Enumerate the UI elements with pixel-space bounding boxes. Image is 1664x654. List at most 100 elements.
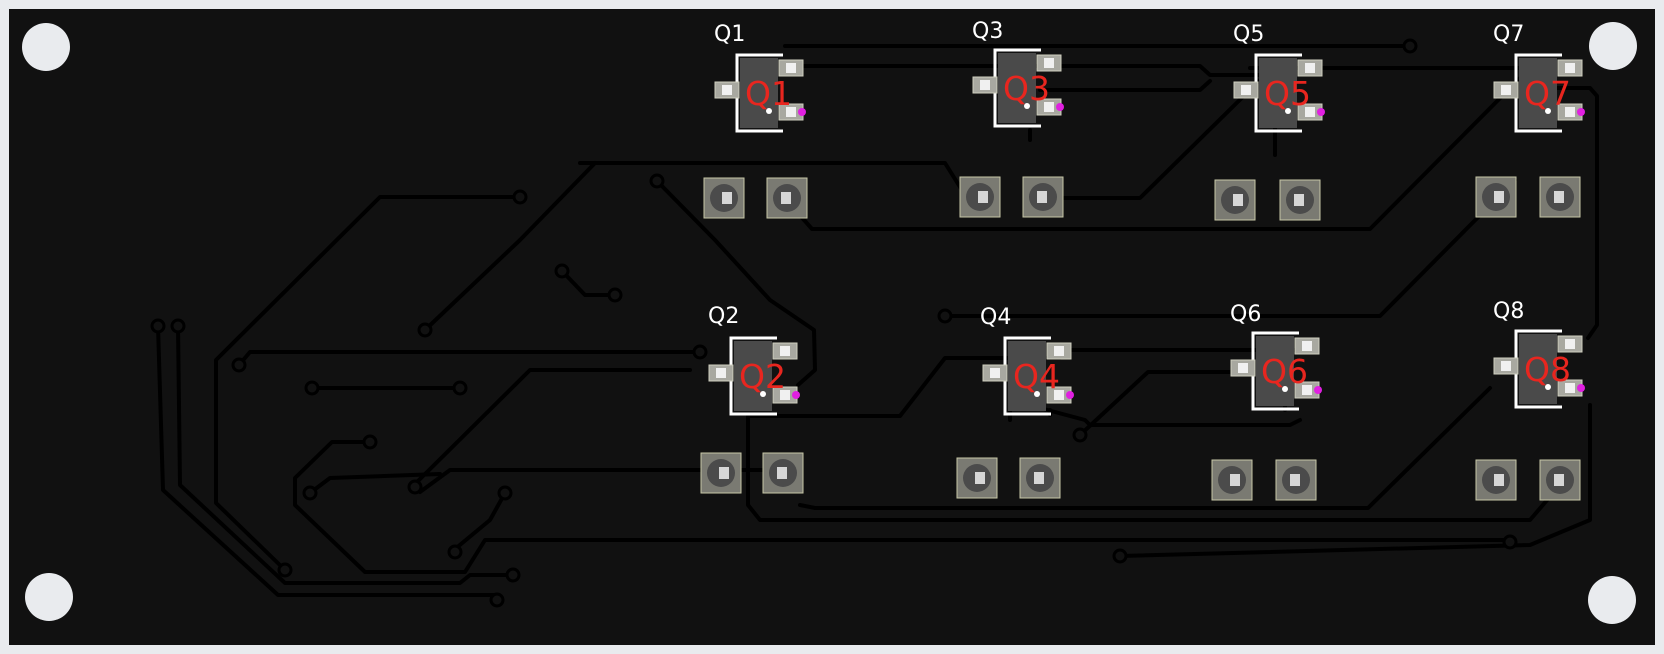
silkscreen-label: Q5 (1233, 22, 1264, 47)
pin1-marker (798, 108, 806, 116)
via (497, 485, 513, 501)
vias (150, 38, 1518, 608)
package-body (1256, 336, 1294, 406)
designator-label: Q4 (1013, 357, 1060, 396)
via (554, 263, 570, 279)
smd-pad (714, 81, 740, 99)
mounting-hole-bottom-right (1588, 576, 1636, 624)
via (170, 318, 186, 334)
via (512, 189, 528, 205)
via (937, 308, 953, 324)
smd-pad (708, 364, 734, 382)
smd-pad (1036, 54, 1062, 72)
designator-label: Q8 (1524, 350, 1571, 389)
traces (156, 44, 1599, 597)
package-body (1008, 341, 1046, 411)
smd-pad (778, 59, 804, 77)
pin1-dot (1545, 108, 1551, 114)
designator-label: Q6 (1261, 352, 1308, 391)
pin1-marker (1056, 103, 1064, 111)
pin1-dot (1545, 384, 1551, 390)
via (407, 479, 423, 495)
pin1-marker (1066, 391, 1074, 399)
smd-pad (1294, 337, 1320, 355)
via (447, 544, 463, 560)
pin1-marker (1577, 108, 1585, 116)
through-hole-pad (1475, 176, 1517, 218)
smd-pad (1493, 357, 1519, 375)
through-hole-pad (956, 457, 998, 499)
pin1-dot (1024, 103, 1030, 109)
via (505, 567, 521, 583)
smd-pad (1557, 335, 1583, 353)
silkscreen-label: Q6 (1230, 302, 1261, 327)
silkscreen-label: Q2 (708, 304, 739, 329)
via (362, 434, 378, 450)
pin1-marker (1317, 108, 1325, 116)
package-body (1519, 334, 1557, 404)
mounting-hole-top-left (22, 23, 70, 71)
silkscreen-label: Q3 (972, 19, 1003, 44)
smd-pad (1046, 342, 1072, 360)
through-hole-pad (1539, 176, 1581, 218)
smd-pad (1294, 381, 1320, 399)
through-hole-pad (959, 176, 1001, 218)
through-hole-pad (1214, 179, 1256, 221)
through-hole-pad (1539, 459, 1581, 501)
package-body (1259, 58, 1297, 128)
smd-pad (972, 76, 998, 94)
pin1-marker (1314, 386, 1322, 394)
via (1072, 427, 1088, 443)
designator-label: Q1 (745, 74, 792, 113)
via (231, 357, 247, 373)
smd-pad (1297, 59, 1323, 77)
designator-label: Q3 (1003, 69, 1050, 108)
via (489, 592, 505, 608)
silkscreen-label: Q4 (980, 305, 1011, 330)
smd-pad (1557, 59, 1583, 77)
pin1-dot (1285, 108, 1291, 114)
through-hole-pad (700, 452, 742, 494)
silkscreen-label: Q8 (1493, 299, 1524, 324)
package-body (1519, 58, 1557, 128)
package-body (740, 58, 778, 128)
through-hole-pad (1275, 459, 1317, 501)
via (452, 380, 468, 396)
through-hole-pad (766, 177, 808, 219)
mounting-hole-bottom-left (25, 573, 73, 621)
through-hole-pad (1475, 459, 1517, 501)
smd-pad (1230, 359, 1256, 377)
through-hole-pad (1019, 457, 1061, 499)
silkscreen-label: Q1 (714, 22, 745, 47)
via (607, 287, 623, 303)
via (1112, 548, 1128, 564)
package-body (998, 53, 1036, 123)
through-hole-pad (1022, 176, 1064, 218)
via (277, 562, 293, 578)
pin1-dot (1282, 386, 1288, 392)
via (1402, 38, 1418, 54)
via (304, 380, 320, 396)
via (649, 173, 665, 189)
smd-pad (1046, 386, 1072, 404)
via (417, 322, 433, 338)
via (1502, 534, 1518, 550)
through-hole-pad (1279, 179, 1321, 221)
smd-pad (982, 364, 1008, 382)
pin1-dot (1034, 391, 1040, 397)
pin1-marker (1577, 384, 1585, 392)
through-hole-pad (703, 177, 745, 219)
designator-label: Q5 (1264, 74, 1311, 113)
pin1-dot (766, 108, 772, 114)
pin1-dot (760, 391, 766, 397)
package-body (734, 341, 772, 411)
smd-pad (1233, 81, 1259, 99)
